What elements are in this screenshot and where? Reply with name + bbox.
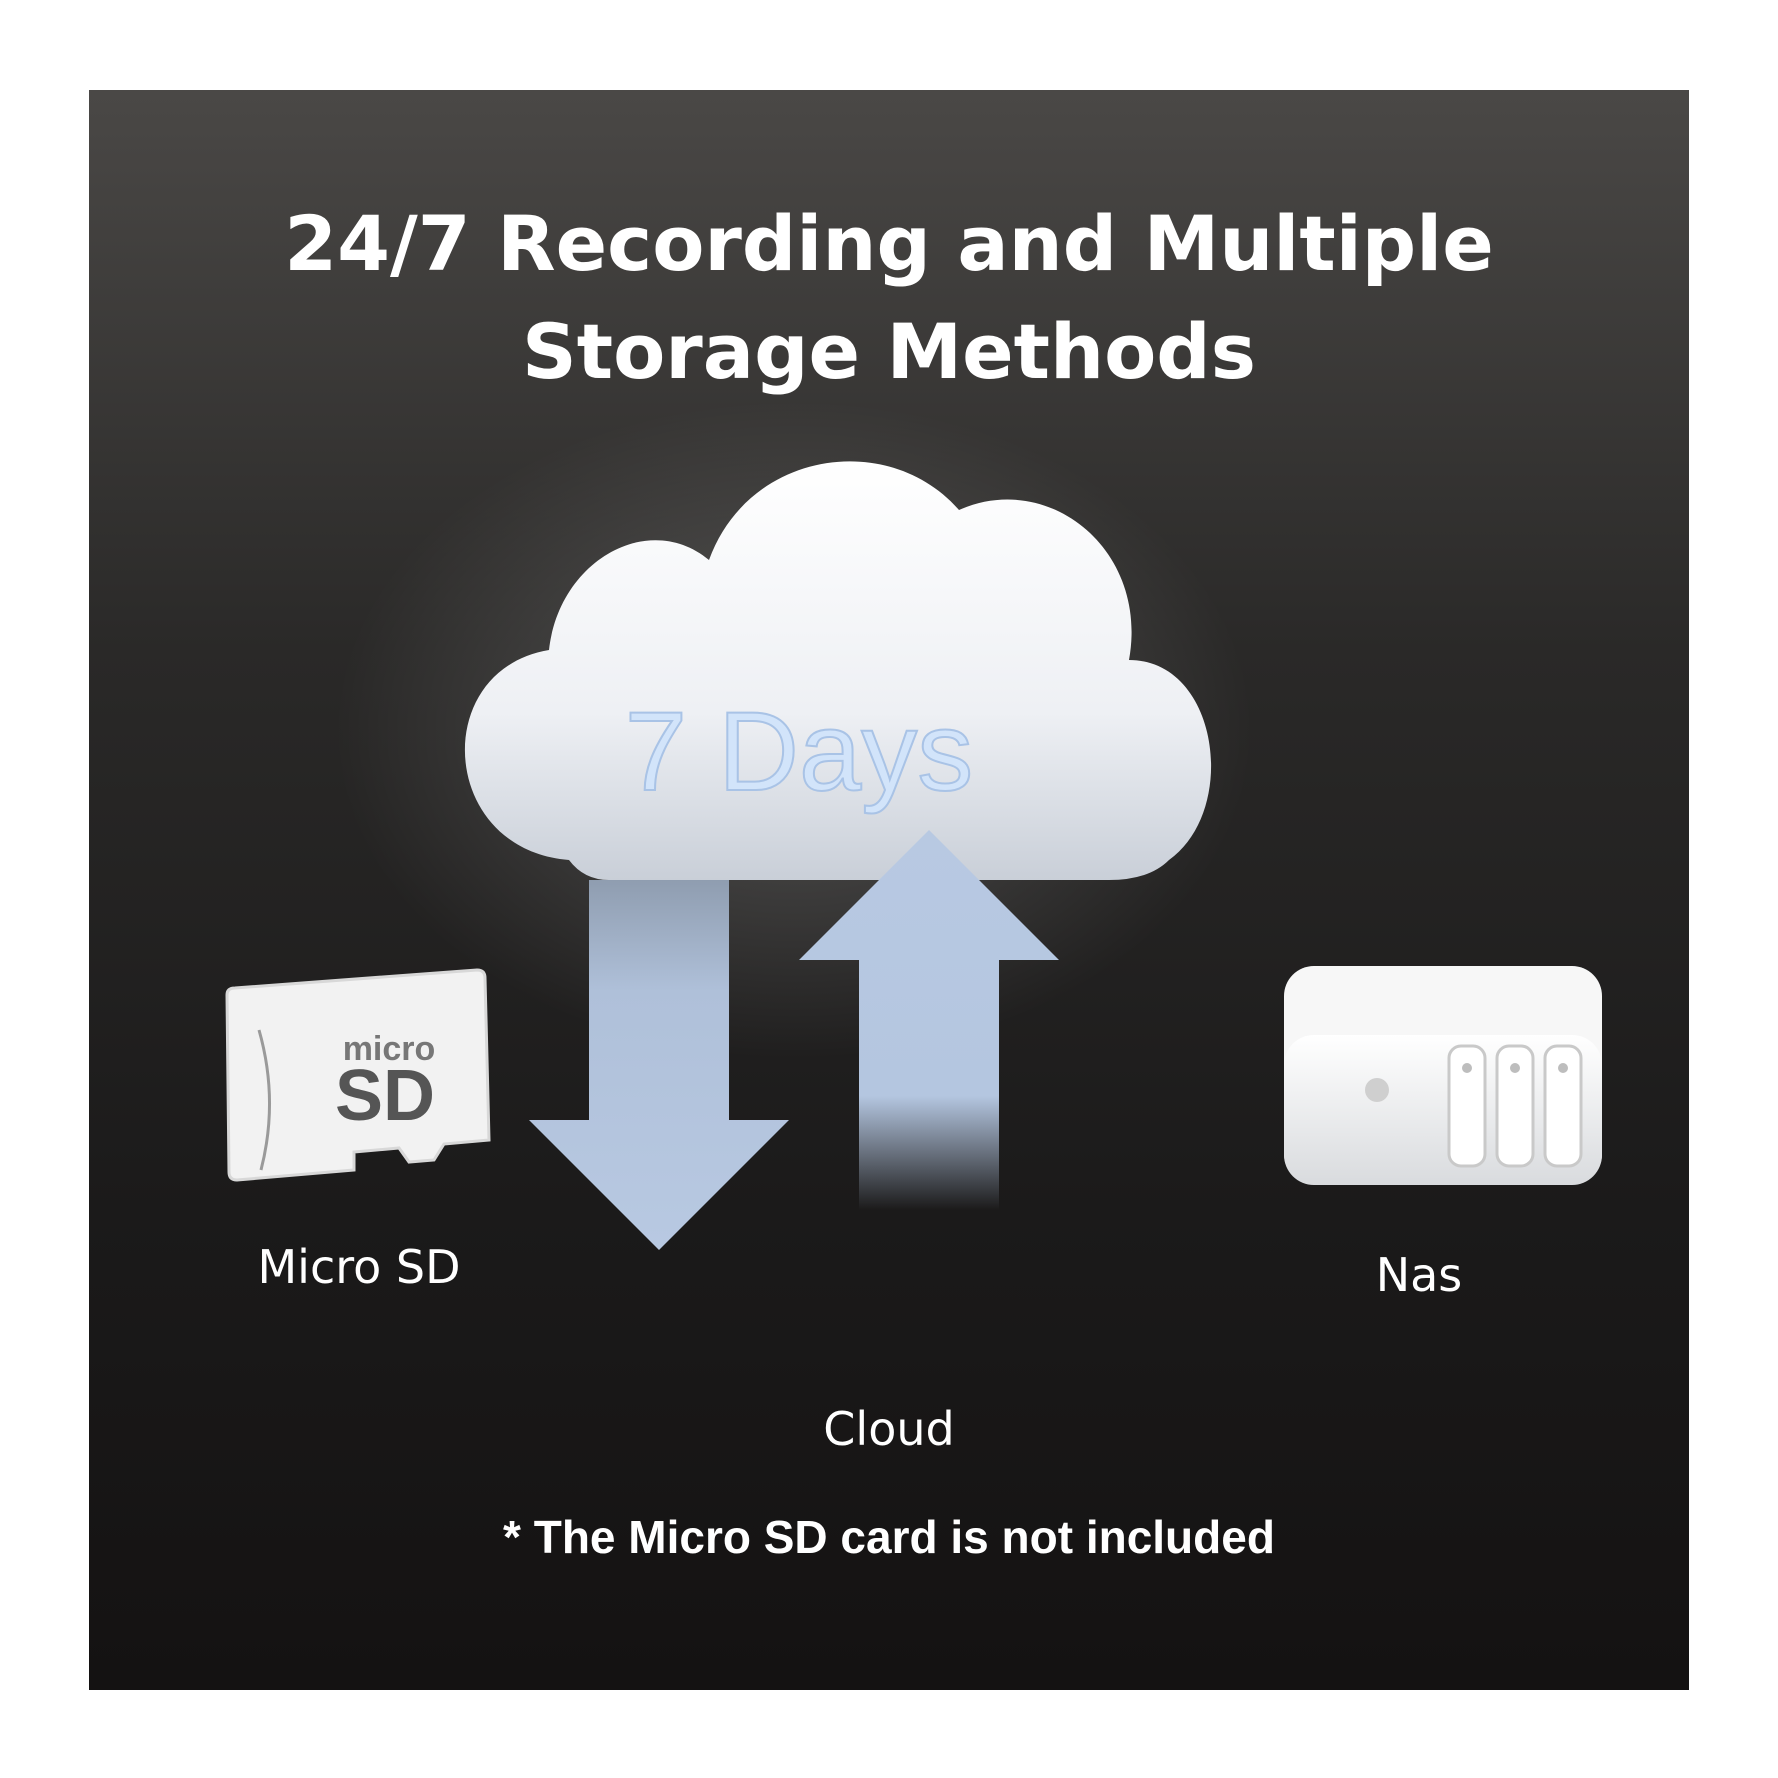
cloud-label: Cloud xyxy=(823,1402,955,1456)
cloud-icon: 7 Days xyxy=(464,461,1212,880)
title-line-1: 24/7 Recording and Multiple xyxy=(284,199,1494,288)
storage-panel: 24/7 Recording and Multiple Storage Meth… xyxy=(89,90,1689,1690)
nas-label: Nas xyxy=(1375,1248,1463,1302)
nas-device-icon xyxy=(1284,966,1602,1185)
footnote: * The Micro SD card is not included xyxy=(503,1511,1275,1563)
download-arrow-icon xyxy=(529,880,789,1250)
microsd-small-text: micro xyxy=(343,1030,436,1068)
page-title: 24/7 Recording and Multiple Storage Meth… xyxy=(89,190,1689,406)
title-line-2: Storage Methods xyxy=(522,307,1256,396)
microsd-label: Micro SD xyxy=(257,1240,461,1294)
storage-illustration: 7 Days micro SD xyxy=(225,400,1602,1250)
microsd-card-icon: micro SD xyxy=(225,968,491,1182)
upload-arrow-icon xyxy=(799,830,1059,1210)
cloud-days-text: 7 Days xyxy=(625,689,974,814)
microsd-large-text: SD xyxy=(335,1056,435,1136)
